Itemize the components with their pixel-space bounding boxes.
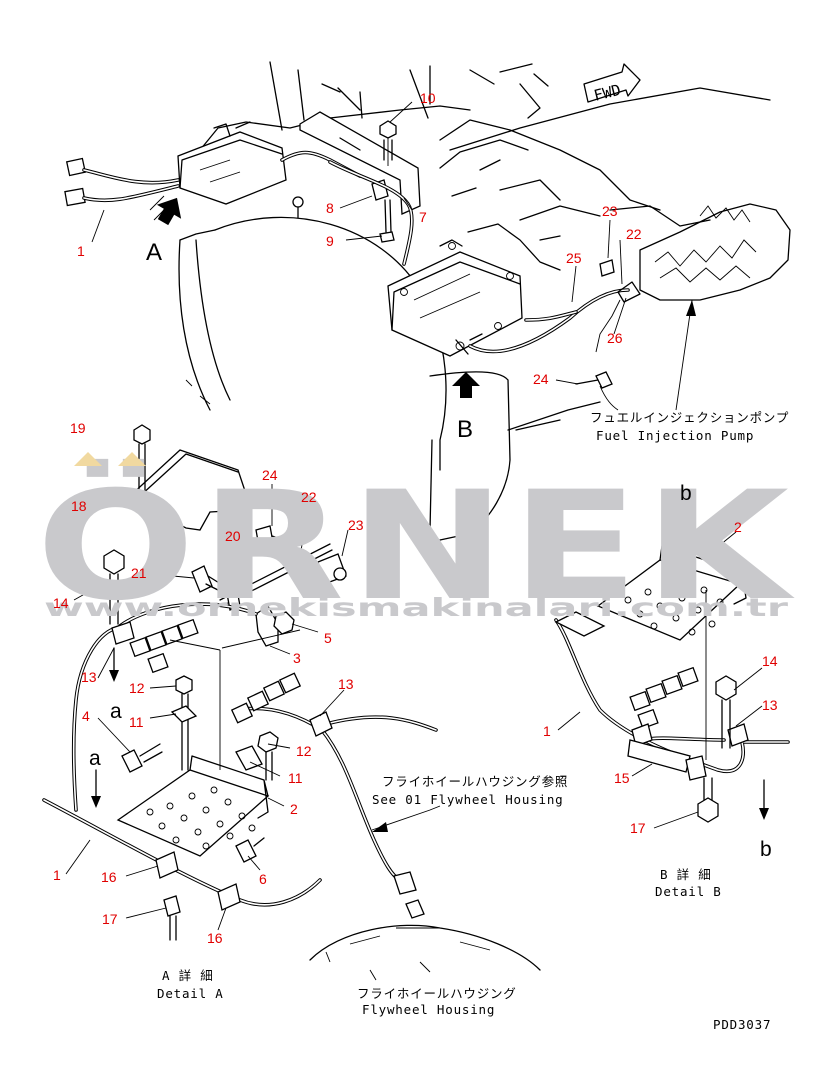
detail-b-caption-en: Detail B [655, 884, 722, 899]
detail-a-leader-lines [65, 484, 349, 931]
fwd-label: FWD [592, 81, 623, 105]
detail-a-caption-en: Detail A [157, 986, 224, 1001]
flywheel-caption-en: Flywheel Housing [362, 1002, 495, 1017]
part-number: 13 [762, 697, 778, 713]
part-number: 14 [53, 595, 69, 611]
part-number: 20 [225, 528, 241, 544]
ref-a-letter-upper: a [110, 700, 122, 723]
detail-a-assembly [42, 424, 541, 981]
part-number: 23 [602, 203, 618, 219]
drawing-code: PDD3037 [713, 1017, 771, 1032]
engine-top-view: FWD [64, 61, 791, 541]
watermark-brand: ÖRNEK [36, 458, 795, 634]
part-number: 10 [420, 90, 436, 106]
part-number: 14 [762, 653, 778, 669]
part-number-callouts: 1 10 8 9 7 23 22 25 26 24 19 18 24 22 20… [53, 90, 778, 946]
part-number: 24 [533, 371, 549, 387]
part-number: 12 [129, 680, 145, 696]
part-number: 25 [566, 250, 582, 266]
part-number: 6 [259, 871, 267, 887]
flywheel-ref-caption-jp: フライホイールハウジング参照 [382, 774, 568, 789]
watermark: ÖRNEK www.ornekismakinalari.com.tr [36, 452, 795, 634]
part-number: 23 [348, 517, 364, 533]
part-number: 18 [71, 498, 87, 514]
flywheel-ref-caption-en: See 01 Flywheel Housing [372, 792, 564, 807]
part-number: 22 [626, 226, 642, 242]
part-number: 22 [301, 489, 317, 505]
part-number: 16 [101, 869, 117, 885]
ref-a-letter-lower: a [89, 747, 101, 770]
part-number: 15 [614, 770, 630, 786]
part-number: 19 [70, 420, 86, 436]
part-number: 2 [290, 801, 298, 817]
view-letters: A B a a b b [89, 239, 772, 861]
part-number: 26 [607, 330, 623, 346]
view-b-letter: B [457, 416, 473, 443]
part-number: 21 [131, 565, 147, 581]
ref-b-letter-lower: b [760, 838, 772, 861]
part-number: 17 [630, 820, 646, 836]
watermark-site: www.ornekismakinalari.com.tr [44, 593, 789, 622]
detail-b-leader-lines [557, 531, 763, 829]
detail-b-assembly [554, 505, 790, 823]
part-number: 16 [207, 930, 223, 946]
view-a-letter: A [146, 239, 162, 266]
part-number: 5 [324, 630, 332, 646]
part-number: 12 [296, 743, 312, 759]
part-number: 13 [81, 669, 97, 685]
part-number: 24 [262, 467, 278, 483]
part-number: 3 [293, 650, 301, 666]
ref-b-letter-upper: b [680, 482, 692, 505]
part-number: 4 [82, 708, 90, 724]
fuel-pump-caption-jp: フュエルインジェクションポンプ [590, 410, 789, 425]
part-number: 1 [543, 723, 551, 739]
part-number: 2 [734, 519, 742, 535]
part-number: 1 [53, 867, 61, 883]
flywheel-caption-jp: フライホイールハウジング [357, 986, 517, 1001]
part-number: 13 [338, 676, 354, 692]
watermark-dots-icon [74, 452, 146, 466]
fuel-pump-caption-en: Fuel Injection Pump [596, 428, 754, 443]
part-number: 9 [326, 233, 334, 249]
detail-b-caption-jp: B 詳 細 [660, 867, 712, 882]
part-number: 17 [102, 911, 118, 927]
part-number: 11 [288, 770, 303, 786]
detail-a-caption-jp: A 詳 細 [162, 968, 214, 983]
part-number: 11 [129, 714, 144, 730]
part-number: 8 [326, 200, 334, 216]
captions: フュエルインジェクションポンプ Fuel Injection Pump フライホ… [157, 410, 789, 1032]
part-number: 7 [419, 209, 427, 225]
part-number: 1 [77, 243, 85, 259]
top-leader-lines [91, 101, 627, 385]
